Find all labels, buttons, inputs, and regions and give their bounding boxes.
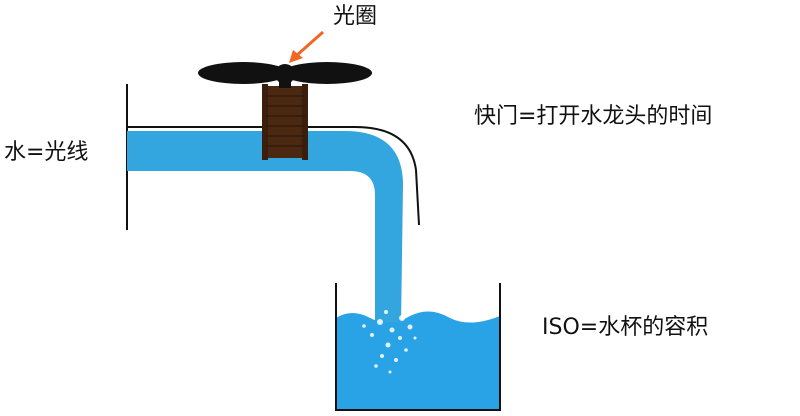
aperture-label: 光圈 [333,4,378,29]
arrow-icon [289,30,324,63]
cup-icon [335,283,501,411]
iso-label: ISO=水杯的容积 [542,315,709,340]
faucet-outline [127,126,420,226]
cup-water [336,311,500,410]
water-label: 水=光线 [4,140,89,165]
water-stream [127,131,403,325]
valve-stem [262,84,308,160]
propeller-handle-icon [198,62,372,88]
splash-bubbles [362,310,417,374]
shutter-label: 快门=打开水龙头的时间 [474,104,713,129]
